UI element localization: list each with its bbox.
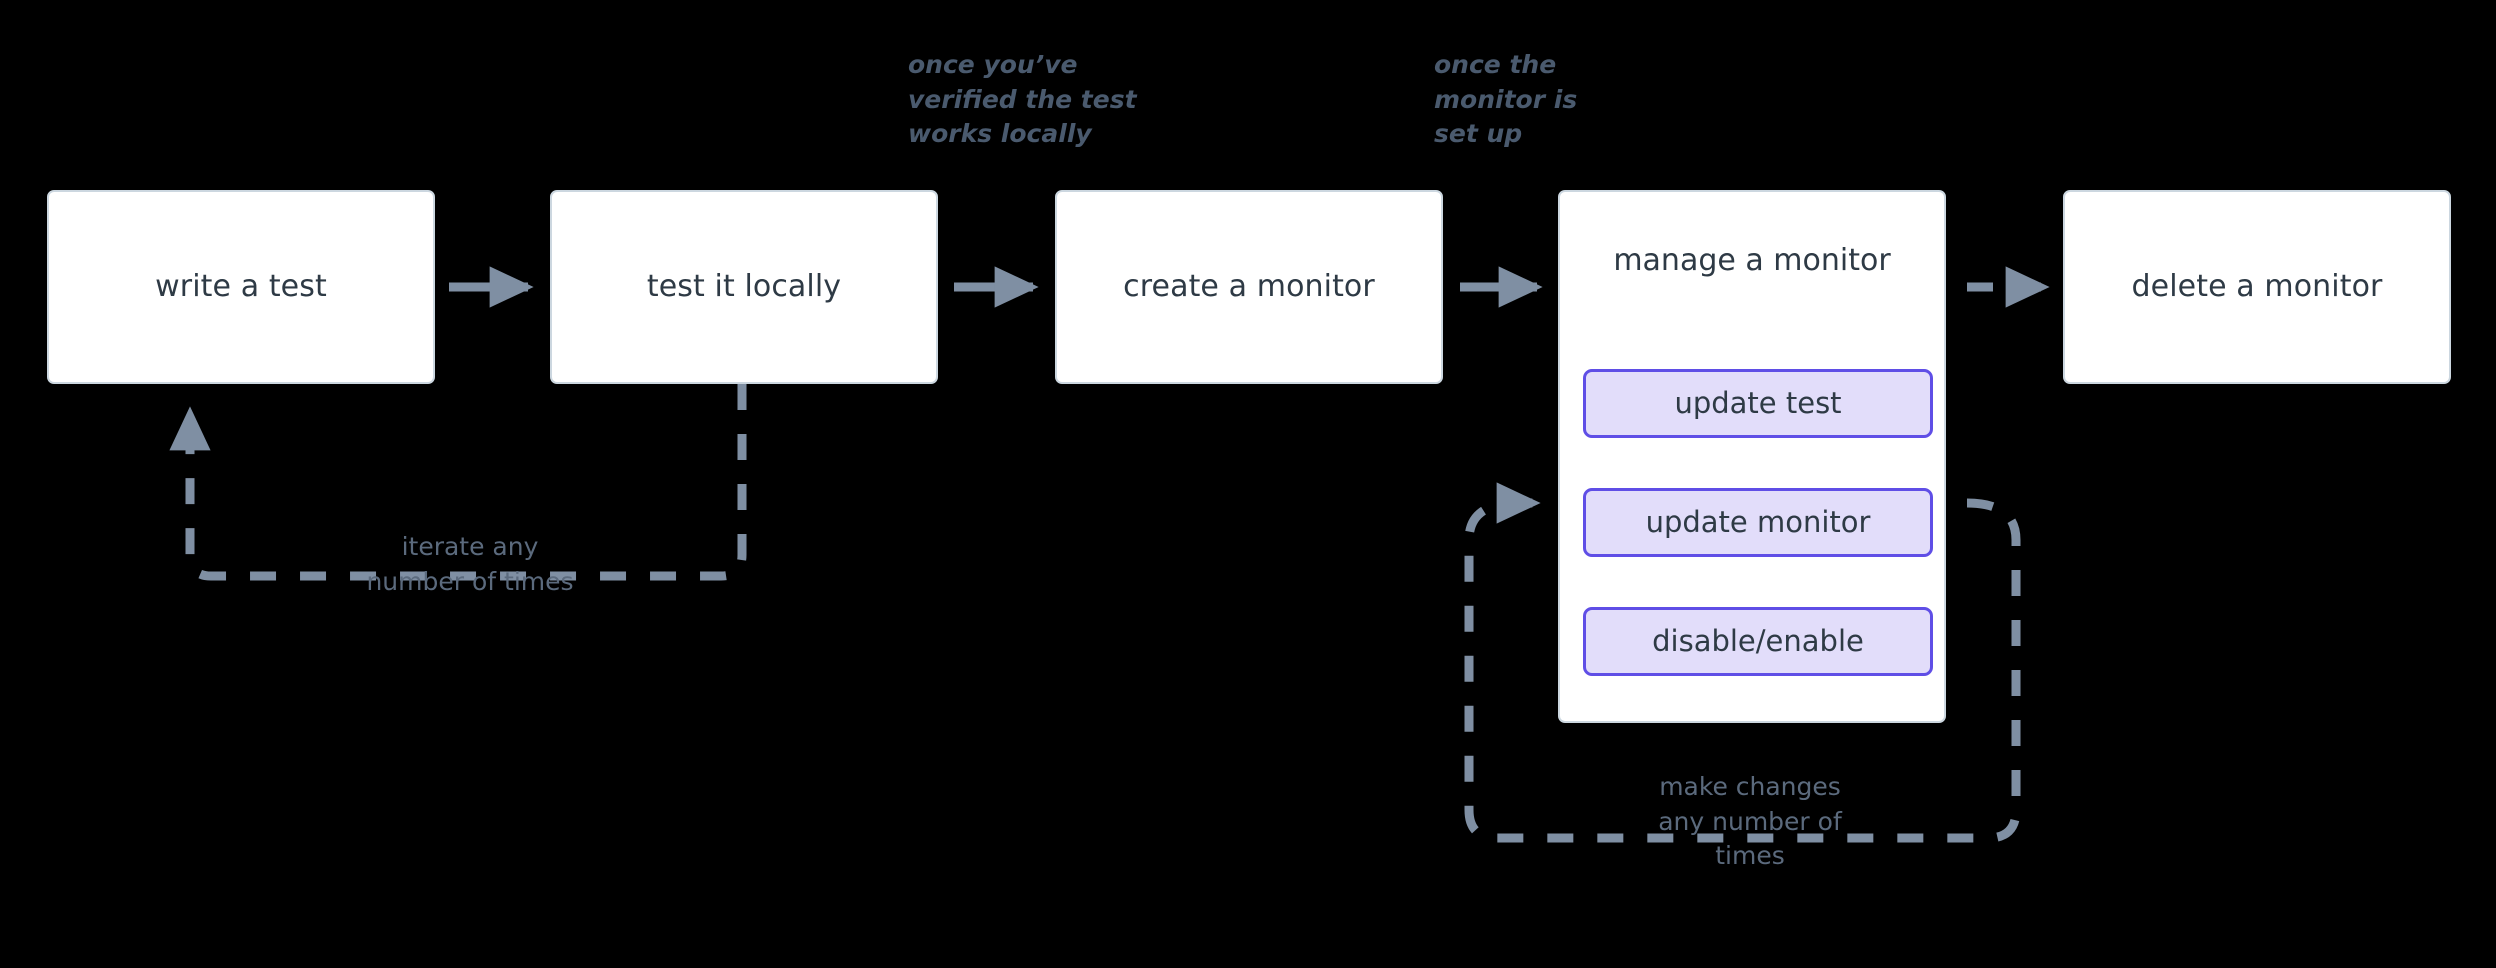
sub-node-update-monitor[interactable]: update monitor [1583,488,1933,557]
node-delete-a-monitor[interactable]: delete a monitor [2063,190,2451,384]
node-create-a-monitor-label: create a monitor [1123,269,1375,305]
node-test-it-locally-label: test it locally [646,269,842,305]
node-write-a-test[interactable]: write a test [47,190,435,384]
edge-label-verified-locally: once you’ve verified the test works loca… [908,50,1137,148]
edge-label-make-changes: make changes any number of times [1658,772,1842,870]
sub-node-disable-enable-label: disable/enable [1652,624,1864,659]
sub-node-update-monitor-label: update monitor [1645,505,1871,540]
node-write-a-test-label: write a test [155,269,327,305]
sub-node-disable-enable[interactable]: disable/enable [1583,607,1933,676]
sub-node-update-test[interactable]: update test [1583,369,1933,438]
sub-node-update-test-label: update test [1674,386,1842,421]
node-delete-a-monitor-label: delete a monitor [2131,269,2383,305]
edge-label-iterate: iterate any number of times [366,532,574,596]
node-create-a-monitor[interactable]: create a monitor [1055,190,1443,384]
edge-label-monitor-set-up: once the monitor is set up [1434,50,1578,148]
node-manage-a-monitor-label: manage a monitor [1613,243,1891,278]
node-test-it-locally[interactable]: test it locally [550,190,938,384]
